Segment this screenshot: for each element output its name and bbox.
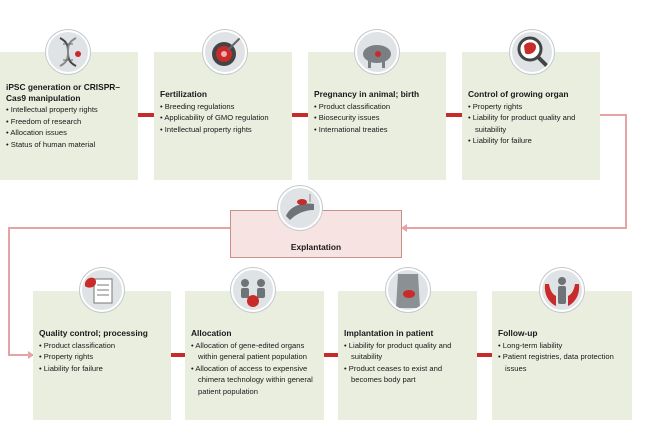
step-item: Allocation issues xyxy=(6,127,132,139)
step-item: Liability for product quality and suitab… xyxy=(468,112,594,135)
step-item: Allocation of gene-edited organs within … xyxy=(191,340,318,363)
step-item: Freedom of research xyxy=(6,116,132,128)
step-item: Liability for product quality and suitab… xyxy=(344,340,471,363)
step-item: Liability for failure xyxy=(39,363,165,375)
step-follow-up: Follow-up Long-term liability Patient re… xyxy=(492,291,632,420)
step-item: Property rights xyxy=(39,351,165,363)
hands-patient-icon xyxy=(540,268,584,312)
checklist-organ-icon xyxy=(80,268,124,312)
step-title: iPSC generation or CRISPR–Cas9 manipulat… xyxy=(6,82,121,103)
step-item: Allocation of access to expensive chimer… xyxy=(191,363,318,398)
step-item: Intellectual property rights xyxy=(6,104,132,116)
step-title: Explantation xyxy=(290,242,342,252)
step-title: Fertilization xyxy=(160,89,207,99)
step-pregnancy-birth: Pregnancy in animal; birth Product class… xyxy=(308,52,446,180)
step-title: Control of growing organ xyxy=(468,89,569,99)
step-item: Liability for failure xyxy=(468,135,594,147)
step-item: Biosecurity issues xyxy=(314,112,440,124)
step-item: Product classification xyxy=(39,340,165,352)
pig-icon xyxy=(355,30,399,74)
torso-organ-icon xyxy=(386,268,430,312)
step-item: Patient registries, data protection issu… xyxy=(498,351,626,374)
step-item: Long-term liability xyxy=(498,340,626,352)
step-item: Product ceases to exist and becomes body… xyxy=(344,363,471,386)
step-title: Implantation in patient xyxy=(344,328,434,338)
people-allocation-icon xyxy=(231,268,275,312)
explant-hand-icon xyxy=(278,186,322,230)
egg-injection-icon xyxy=(203,30,247,74)
step-title: Allocation xyxy=(191,328,232,338)
step-item: Intellectual property rights xyxy=(160,124,286,136)
step-title: Pregnancy in animal; birth xyxy=(314,89,420,99)
step-implantation: Implantation in patient Liability for pr… xyxy=(338,291,477,420)
step-title: Quality control; processing xyxy=(39,328,148,338)
step-item: Breeding regulations xyxy=(160,101,286,113)
step-quality-control: Quality control; processing Product clas… xyxy=(33,291,171,420)
dna-scissors-icon xyxy=(46,30,90,74)
step-item: Property rights xyxy=(468,101,594,113)
step-item: International treaties xyxy=(314,124,440,136)
magnifier-organ-icon xyxy=(510,30,554,74)
step-item: Product classification xyxy=(314,101,440,113)
step-title: Follow-up xyxy=(498,328,538,338)
step-allocation: Allocation Allocation of gene-edited org… xyxy=(185,291,324,420)
step-item: Applicability of GMO regulation xyxy=(160,112,286,124)
step-item: Status of human material xyxy=(6,139,132,151)
